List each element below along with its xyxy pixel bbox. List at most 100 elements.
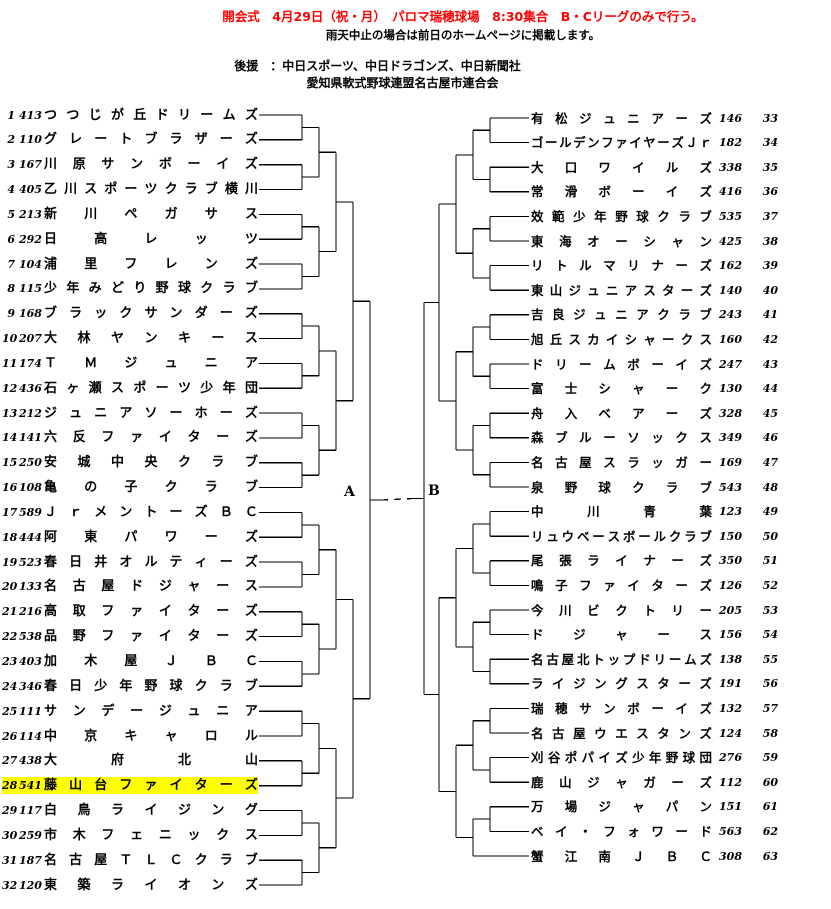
team-seed: 20 — [2, 580, 18, 594]
team-number: 535 — [719, 209, 742, 223]
team-seed: 6 — [7, 232, 15, 246]
team-number: 247 — [719, 357, 742, 371]
team-seed: 27 — [2, 754, 18, 768]
team-seed: 62 — [762, 824, 778, 838]
team-name: 高取ファイターズ — [44, 604, 258, 620]
team-name: 名古屋スラッガー — [531, 454, 712, 470]
team-name: 日高レッツ — [44, 231, 258, 247]
team-seed: 55 — [762, 652, 778, 666]
team-name: 今川ビクトリー — [531, 602, 712, 618]
team-seed: 35 — [762, 160, 778, 174]
team-name: ライジングスターズ — [531, 676, 712, 692]
team-seed: 42 — [762, 332, 778, 346]
team-name: サンデージュニア — [44, 703, 258, 719]
team-seed: 46 — [762, 431, 778, 445]
team-seed: 5 — [7, 207, 15, 221]
team-number: 413 — [19, 108, 42, 122]
team-number: 250 — [19, 456, 42, 470]
team-number: 160 — [719, 332, 742, 346]
team-name: 中川青葉 — [531, 504, 712, 520]
team-number: 538 — [19, 630, 42, 644]
team-number: 162 — [719, 259, 742, 273]
team-seed: 49 — [762, 505, 778, 519]
team-name: リュウベースボールクラブ — [531, 528, 712, 544]
team-number: 138 — [719, 652, 742, 666]
team-number: 416 — [719, 185, 742, 199]
team-number: 541 — [19, 779, 42, 793]
team-number: 151 — [719, 800, 742, 814]
team-name: 名古屋ドジャース — [44, 579, 258, 595]
team-number: 350 — [719, 554, 742, 568]
team-number: 117 — [19, 804, 42, 818]
team-number: 349 — [719, 431, 742, 445]
team-seed: 53 — [762, 603, 778, 617]
team-name: 石ヶ瀬スポーツ少年団 — [44, 380, 258, 396]
team-seed: 47 — [762, 455, 778, 469]
team-name: 六反ファイターズ — [44, 430, 258, 446]
team-name: 川原サンボーイズ — [44, 157, 258, 173]
team-name: 万場ジャパン — [531, 799, 712, 815]
team-seed: 36 — [762, 185, 778, 199]
team-number: 115 — [19, 282, 42, 296]
team-seed: 4 — [7, 183, 15, 197]
team-seed: 13 — [2, 406, 18, 420]
team-seed: 34 — [762, 136, 778, 150]
team-number: 111 — [19, 704, 42, 718]
team-number: 123 — [719, 505, 742, 519]
team-row: 中川青葉 123 49 — [531, 503, 778, 520]
team-seed: 12 — [2, 381, 18, 395]
team-number: 563 — [719, 824, 742, 838]
team-number: 543 — [719, 480, 742, 494]
team-seed: 25 — [2, 704, 18, 718]
team-number: 292 — [19, 232, 42, 246]
team-seed: 14 — [2, 431, 18, 445]
team-name: 新川ペガサス — [44, 206, 258, 222]
team-number: 114 — [19, 729, 42, 743]
team-seed: 59 — [762, 751, 778, 765]
team-number: 216 — [19, 605, 42, 619]
team-number: 150 — [719, 529, 742, 543]
team-name: 舟入ベアーズ — [531, 405, 712, 421]
team-number: 168 — [19, 307, 42, 321]
team-name: 白鳥ライジング — [44, 803, 258, 819]
rain-cancellation-note: 雨天中止の場合は前日のホームページに掲載します。 — [325, 28, 601, 42]
team-seed: 38 — [762, 234, 778, 248]
team-number: 120 — [19, 878, 42, 892]
team-number: 132 — [719, 701, 742, 715]
team-name: 瑞穂サンボーイズ — [531, 700, 712, 716]
team-seed: 31 — [2, 853, 18, 867]
team-number: 523 — [19, 555, 42, 569]
team-seed: 61 — [762, 800, 778, 814]
team-seed: 54 — [762, 628, 778, 642]
team-number: 205 — [719, 603, 742, 617]
team-name: 乙川スポーツクラブ横川 — [44, 182, 258, 198]
team-seed: 37 — [762, 209, 778, 223]
team-number: 108 — [19, 481, 42, 495]
team-number: 187 — [19, 853, 42, 867]
